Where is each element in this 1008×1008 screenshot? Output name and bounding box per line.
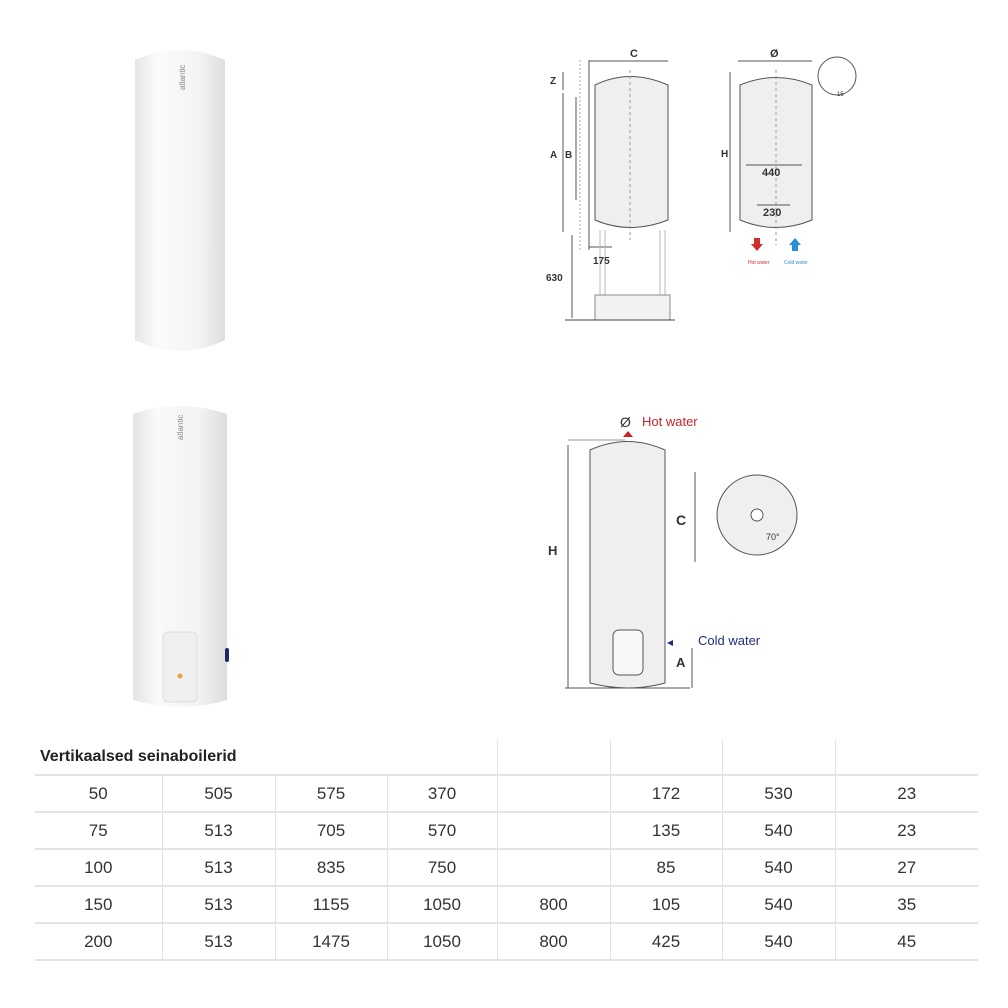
label-angle: 70° (766, 532, 780, 542)
table-cell: 105 (609, 886, 722, 924)
table-cell: 1050 (386, 886, 497, 924)
table-cell: 540 (721, 886, 835, 924)
table-cell: 540 (721, 849, 835, 887)
table-cell: 513 (161, 886, 275, 924)
label-z: Z (550, 76, 556, 87)
table-cell: 150 (35, 886, 162, 924)
product-image-floor-boiler: atlantic (133, 406, 229, 707)
label-15: 15 (837, 92, 844, 98)
table-cell: 540 (721, 812, 835, 850)
table-cell: 35 (834, 886, 978, 924)
dimension-diagram-wall: C Z A B 175 630 Ø H 440 230 15 Hot water… (546, 48, 857, 321)
label-a: A (676, 655, 686, 670)
table-cell: 23 (834, 775, 978, 813)
label-cold-water: Cold water (784, 260, 808, 266)
table-cell: 800 (496, 923, 610, 961)
label-diameter: Ø (620, 414, 631, 430)
table-cell: 513 (161, 849, 275, 887)
table-cell: 75 (35, 812, 162, 850)
label-630: 630 (546, 273, 563, 284)
label-175: 175 (593, 256, 610, 267)
brand-logo: atlantic (178, 65, 187, 90)
table-cell: 835 (274, 849, 387, 887)
dimension-diagram-floor: Ø Hot water H C A 70° Cold water (548, 414, 798, 689)
table-cell: 85 (609, 849, 722, 887)
table-cell: 570 (386, 812, 497, 850)
product-image-wall-boiler: atlantic (135, 50, 225, 351)
table-cell: 370 (386, 775, 497, 813)
table-cell: 513 (161, 923, 275, 961)
label-h: H (721, 149, 728, 160)
cold-water-arrow-icon (789, 238, 801, 251)
table-cell: 27 (834, 849, 978, 887)
table-header-row: Vertikaalsed seinaboilerid (35, 740, 978, 776)
table-cell: 750 (386, 849, 497, 887)
table-cell: 200 (35, 923, 162, 961)
table-cell: 1475 (274, 923, 387, 961)
label-hot-water: Hot water (748, 260, 770, 266)
cold-water-arrow-icon (667, 640, 673, 646)
table-cell: 575 (274, 775, 387, 813)
label-cold-water: Cold water (698, 633, 761, 648)
table-cell: 172 (609, 775, 722, 813)
table-cell: 100 (35, 849, 162, 887)
table-cell: 50 (35, 775, 162, 813)
label-230: 230 (763, 207, 781, 219)
table-title: Vertikaalsed seinaboilerid (35, 740, 497, 776)
label-hot-water: Hot water (642, 414, 698, 429)
table-cell (496, 812, 610, 850)
label-b: B (565, 150, 572, 161)
table-cell: 705 (274, 812, 387, 850)
label-diameter: Ø (770, 48, 779, 60)
table-cell (496, 775, 610, 813)
brand-logo: atlantic (176, 415, 185, 440)
table-cell: 135 (609, 812, 722, 850)
control-panel (162, 631, 198, 703)
table-cell: 425 (609, 923, 722, 961)
table-cell: 530 (721, 775, 835, 813)
label-c: C (676, 512, 686, 528)
table-cell: 23 (834, 812, 978, 850)
label-c: C (630, 48, 638, 60)
hot-water-arrow-icon (623, 431, 633, 437)
table-cell: 45 (834, 923, 978, 961)
table-cell: 1155 (274, 886, 387, 924)
label-h: H (548, 543, 557, 558)
table-cell: 540 (721, 923, 835, 961)
label-440: 440 (762, 167, 780, 179)
hot-water-arrow-icon (751, 238, 763, 251)
table-cell: 513 (161, 812, 275, 850)
table-cell: 1050 (386, 923, 497, 961)
table-cell: 800 (496, 886, 610, 924)
table-cell: 505 (161, 775, 275, 813)
label-a: A (550, 150, 557, 161)
table-cell (496, 849, 610, 887)
